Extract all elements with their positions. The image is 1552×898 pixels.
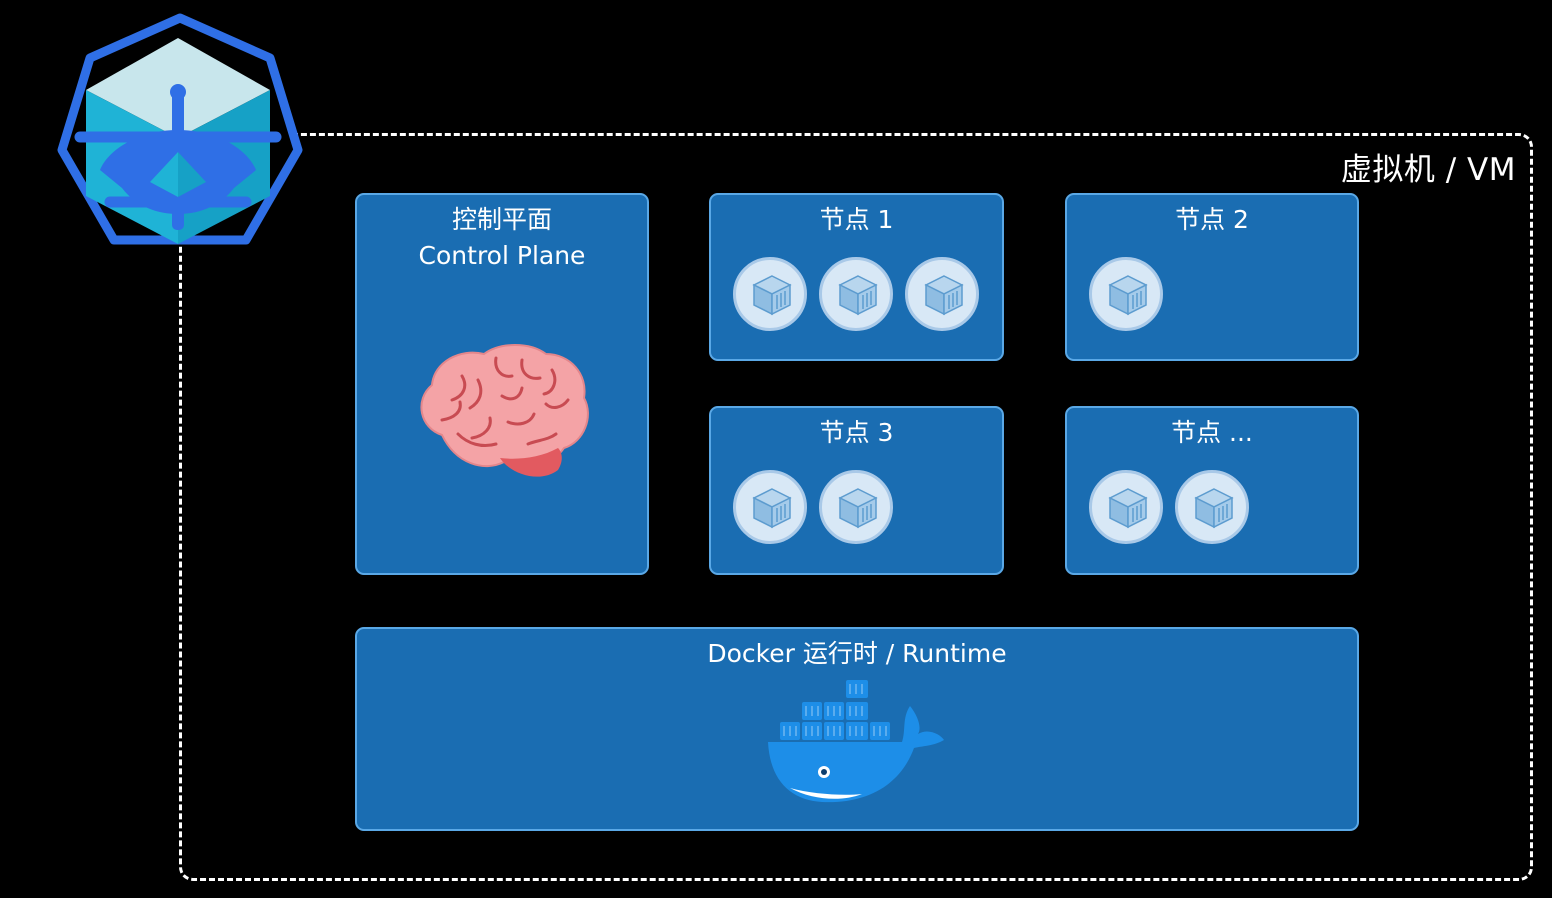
node-1-panel: 节点 1 — [709, 193, 1004, 361]
pod-icon — [819, 257, 893, 331]
node-2-title: 节点 2 — [1175, 205, 1249, 234]
pod-icon — [1175, 470, 1249, 544]
node-more-title: 节点 ... — [1171, 418, 1253, 447]
pod-icon — [1089, 257, 1163, 331]
node-1-title: 节点 1 — [819, 205, 894, 234]
node-more-panel: 节点 ... — [1065, 406, 1359, 575]
node-3-title: 节点 3 — [819, 418, 894, 447]
node-2-panel: 节点 2 — [1065, 193, 1359, 361]
pod-icon — [905, 257, 979, 331]
node-3-panel: 节点 3 — [709, 406, 1004, 575]
docker-whale-icon — [768, 680, 944, 803]
vm-boundary — [179, 133, 1533, 881]
control-plane-title-zh: 控制平面 — [451, 205, 552, 234]
pod-icon — [733, 257, 807, 331]
pod-icon — [1089, 470, 1163, 544]
pod-icon — [819, 470, 893, 544]
vm-label: 虚拟机 / VM — [1340, 152, 1516, 188]
control-plane-title-en: Control Plane — [418, 241, 586, 270]
runtime-title: Docker 运行时 / Runtime — [707, 639, 1007, 668]
brain-icon — [420, 344, 589, 477]
kubernetes-logo-icon — [57, 13, 303, 245]
pod-icon — [733, 470, 807, 544]
